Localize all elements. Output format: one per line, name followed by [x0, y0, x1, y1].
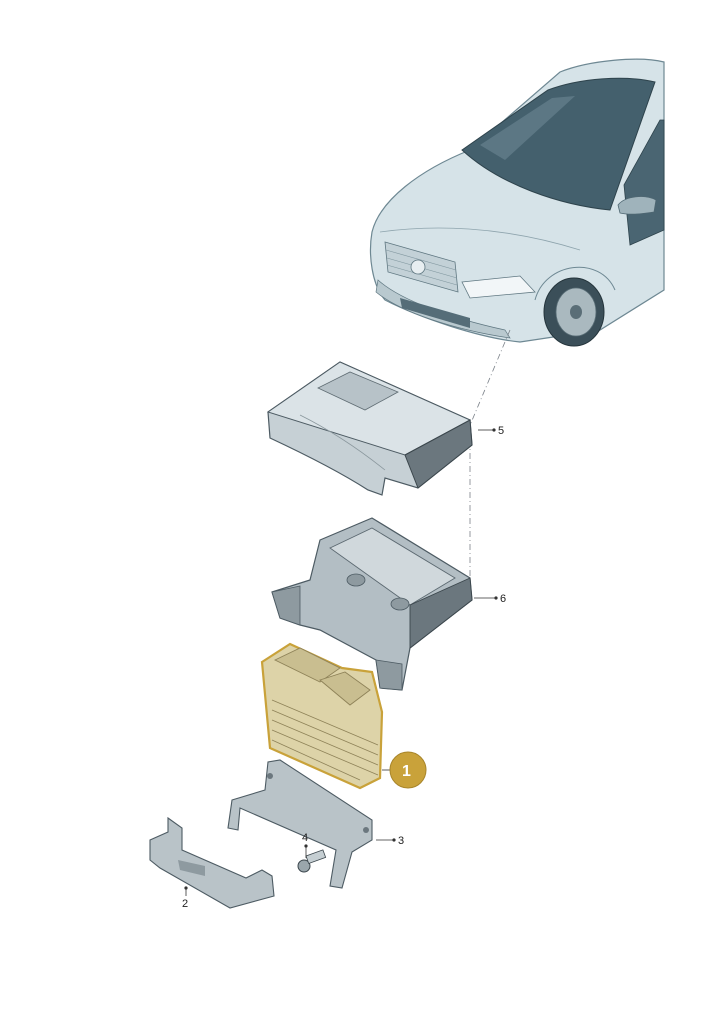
part-tray — [271, 517, 473, 691]
callout-5: 5 — [498, 425, 504, 437]
callout-2: 2 — [182, 898, 188, 910]
callout-4: 4 — [302, 832, 308, 844]
part-bracket-2 — [149, 816, 275, 909]
part-bolt — [297, 849, 327, 873]
callout-1: 1 — [402, 763, 411, 780]
callout-badge-1 — [389, 751, 427, 789]
part-bracket-3 — [227, 759, 373, 889]
location-line-car — [467, 329, 511, 431]
car-illustration — [369, 58, 665, 347]
part-control-unit — [260, 642, 384, 790]
callout-3: 3 — [398, 835, 404, 847]
part-cover — [266, 361, 473, 496]
callout-6: 6 — [500, 593, 506, 605]
